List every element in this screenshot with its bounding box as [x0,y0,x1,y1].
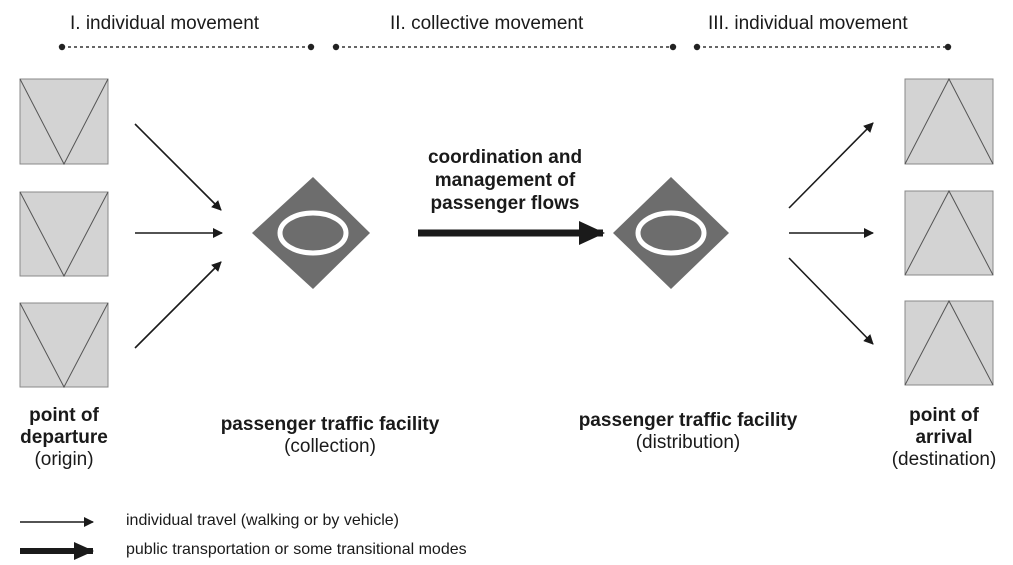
departure-title-line-2: departure [20,427,108,448]
destination-box-3 [904,299,994,386]
arrow-destination-1 [788,122,874,209]
departure-subtitle: (origin) [34,449,94,470]
destination-box-2 [904,189,994,276]
arrival-title-line-2: arrival [915,427,973,448]
arrow-origin-3 [134,261,222,349]
flow-label-line-2: management of [434,170,576,191]
destination-box-1 [904,77,994,165]
phase-label-2: II. collective movement [390,13,584,34]
departure-label: point of departure (origin) [2,405,126,471]
phase-label-3: III. individual movement [708,13,908,34]
arrival-title-line-1: point of [909,405,979,426]
origin-box-1 [19,78,109,166]
phase-line-3 [693,43,952,51]
collection-facility-diamond [252,177,370,289]
arrival-subtitle: (destination) [891,449,997,470]
collection-subtitle: (collection) [284,436,376,457]
legend-thin-label: individual travel (walking or by vehicle… [126,512,400,529]
collection-title: passenger traffic facility [220,414,440,435]
arrow-origin-1 [134,123,222,211]
distribution-facility-diamond [613,177,729,289]
flow-label-line-3: passenger flows [430,193,580,214]
departure-title-line-1: point of [29,405,99,426]
flow-label-line-1: coordination and [427,147,583,168]
arrival-label: point of arrival (destination) [877,405,1011,471]
origin-box-2 [19,191,109,278]
origin-box-3 [19,302,109,389]
legend-thick-label: public transportation or some transition… [126,541,467,558]
distribution-title: passenger traffic facility [578,410,798,431]
flow-label: coordination and management of passenger… [395,146,615,215]
distribution-subtitle: (distribution) [635,432,741,453]
phase-line-2 [332,43,677,51]
phase-label-1: I. individual movement [70,13,260,34]
arrow-destination-3 [788,257,874,345]
distribution-label: passenger traffic facility (distribution… [548,410,828,454]
collection-label: passenger traffic facility (collection) [190,414,470,458]
phase-line-1 [58,43,315,51]
